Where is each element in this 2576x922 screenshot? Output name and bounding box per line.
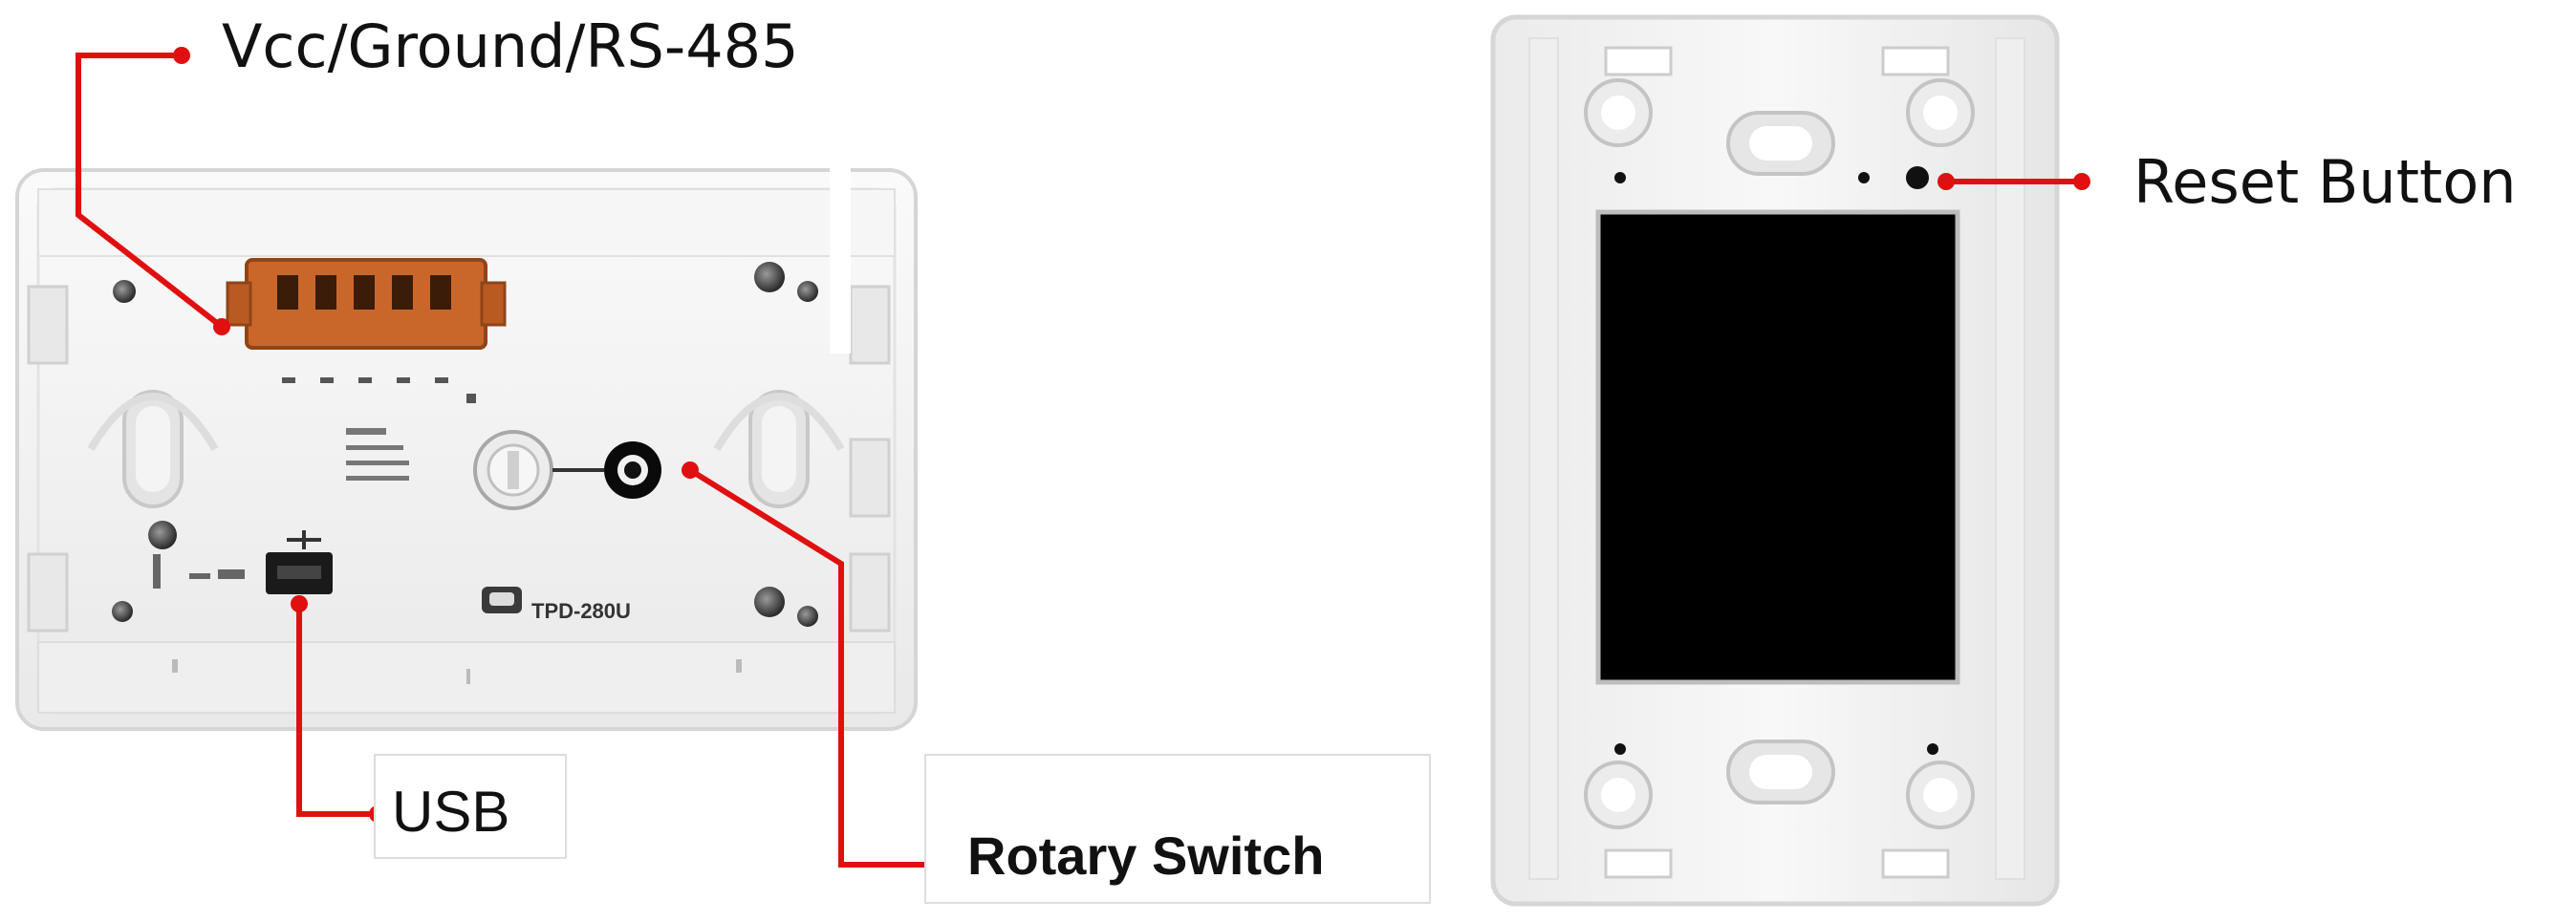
callout-reset-dot-end xyxy=(2073,173,2090,190)
callout-usb-dot-start xyxy=(291,595,308,612)
callout-vcc-dot-start xyxy=(213,318,230,335)
label-vcc-ground-rs485: Vcc/Ground/RS-485 xyxy=(222,17,799,76)
rear-panel xyxy=(17,162,916,729)
callout-rotary-dot-start xyxy=(682,461,699,479)
mounting-plate xyxy=(1493,17,2057,904)
callout-vcc-dot-end xyxy=(173,47,190,64)
label-usb: USB xyxy=(392,783,509,841)
brand-logo xyxy=(482,587,522,613)
model-marking: TPD-280U xyxy=(531,599,631,624)
label-rotary-switch: Rotary Switch xyxy=(967,829,1324,883)
callout-reset-dot-start xyxy=(1937,173,1955,190)
reset-button-icon xyxy=(1906,166,1929,189)
label-reset-button: Reset Button xyxy=(2133,153,2517,212)
